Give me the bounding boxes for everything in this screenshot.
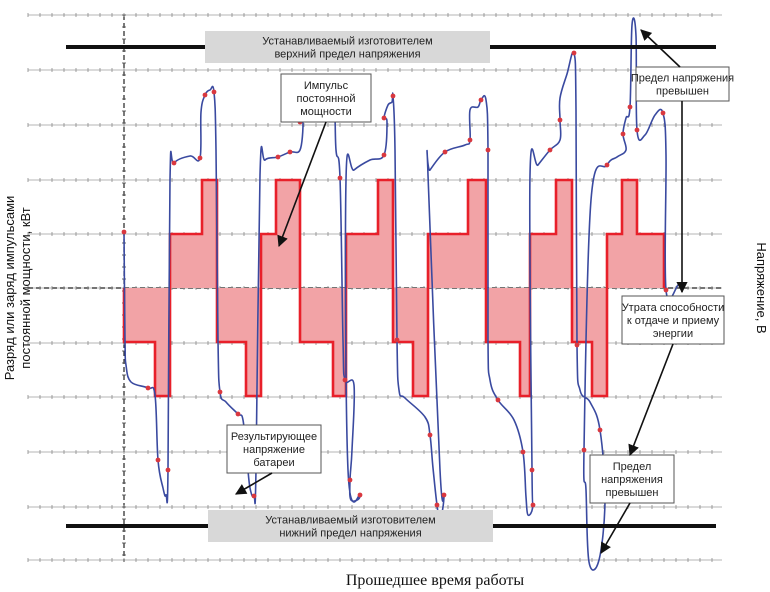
voltage-point: [441, 492, 447, 498]
upper-limit-label-text: верхний предел напряжения: [274, 49, 420, 61]
y-axis-label-left: Разряд или заряд импульсамипостоянной мо…: [2, 196, 33, 381]
voltage-point: [171, 160, 177, 166]
voltage-point: [342, 377, 348, 383]
voltage-point: [571, 50, 577, 56]
exceeded-top-callout-text: превышен: [656, 86, 709, 98]
voltage-point: [155, 457, 161, 463]
exceeded-bottom-callout-text: напряжения: [601, 474, 663, 486]
exceeded-top-callout-box: [635, 66, 730, 102]
voltage-point: [604, 162, 610, 168]
exceeded-bottom-arrow: [600, 502, 631, 554]
resulting-callout-text: Результирующее: [231, 431, 317, 443]
y-axis-label-right: Напряжение, В: [754, 242, 769, 333]
loss-arrow: [628, 343, 674, 457]
resulting-callout-text: батареи: [253, 457, 294, 469]
exceeded-top-callout-text: Предел напряжения: [631, 73, 734, 85]
voltage-point: [597, 427, 603, 433]
voltage-point: [121, 229, 127, 235]
voltage-point: [478, 97, 484, 103]
voltage-point: [574, 342, 580, 348]
voltage-point: [620, 131, 626, 137]
voltage-point: [390, 93, 396, 99]
voltage-point: [427, 432, 433, 438]
pulse-callout-box: [280, 73, 372, 123]
lower-limit-label-box: [208, 510, 493, 542]
voltage-point: [547, 147, 553, 153]
voltage-point: [485, 147, 491, 153]
voltage-point: [275, 154, 281, 160]
voltage-point: [442, 149, 448, 155]
loss-callout-text: энергии: [653, 328, 693, 340]
voltage-point: [381, 152, 387, 158]
voltage-point: [211, 89, 217, 95]
lower-limit-label-text: нижний предел напряжения: [279, 528, 421, 540]
voltage-point: [197, 155, 203, 161]
loss-callout-text: к отдаче и приему: [627, 315, 720, 327]
loss-callout-text: Утрата способности: [622, 302, 725, 314]
exceeded-bottom-callout-box: [589, 454, 675, 504]
upper-limit-label-text: Устанавливаемый изготовителем: [262, 36, 432, 48]
voltage-point: [235, 411, 241, 417]
pulse-callout-text: мощности: [300, 106, 352, 118]
voltage-point: [634, 127, 640, 133]
pulse-callout-text: постоянной: [297, 93, 356, 105]
voltage-point: [287, 149, 293, 155]
voltage-point: [145, 385, 151, 391]
voltage-point: [581, 447, 587, 453]
voltage-point: [202, 92, 208, 98]
charge-pulse: [261, 180, 300, 288]
resulting-callout-text: напряжение: [243, 444, 305, 456]
voltage-point: [520, 449, 526, 455]
y-axis-label-left-line: постоянной мощности, кВт: [18, 207, 33, 368]
voltage-point: [394, 337, 400, 343]
y-axis-label-left-line: Разряд или заряд импульсами: [2, 196, 17, 381]
voltage-point: [217, 389, 223, 395]
pulse-callout-text: Импульс: [304, 80, 349, 92]
voltage-point: [467, 137, 473, 143]
voltage-point: [557, 117, 563, 123]
resulting-callout-box: [226, 424, 322, 474]
resulting-arrow: [235, 472, 273, 495]
lower-limit-label-text: Устанавливаемый изготовителем: [265, 515, 435, 527]
voltage-point: [663, 287, 669, 293]
pulse-arrow: [277, 121, 327, 248]
axis-labels: Прошедшее время работы Разряд или заряд и…: [2, 196, 769, 589]
voltage-point: [434, 502, 440, 508]
exceeded-bottom-callout-text: Предел: [613, 461, 652, 473]
voltage-point: [357, 492, 363, 498]
exceeded-top-arrow: [640, 29, 681, 68]
voltage-point: [627, 104, 633, 110]
voltage-point: [347, 477, 353, 483]
voltage-point: [337, 175, 343, 181]
upper-limit-label-box: [205, 31, 490, 63]
voltage-point: [165, 467, 171, 473]
voltage-point: [530, 502, 536, 508]
loss-callout-box: [621, 295, 725, 345]
voltage-point: [495, 397, 501, 403]
voltage-point: [660, 110, 666, 116]
voltage-point: [251, 493, 257, 499]
charge-pulse: [607, 180, 664, 288]
exceeded-bottom-callout-text: превышен: [606, 487, 659, 499]
voltage-point: [381, 115, 387, 121]
x-axis-label: Прошедшее время работы: [346, 572, 525, 589]
voltage-point: [529, 467, 535, 473]
